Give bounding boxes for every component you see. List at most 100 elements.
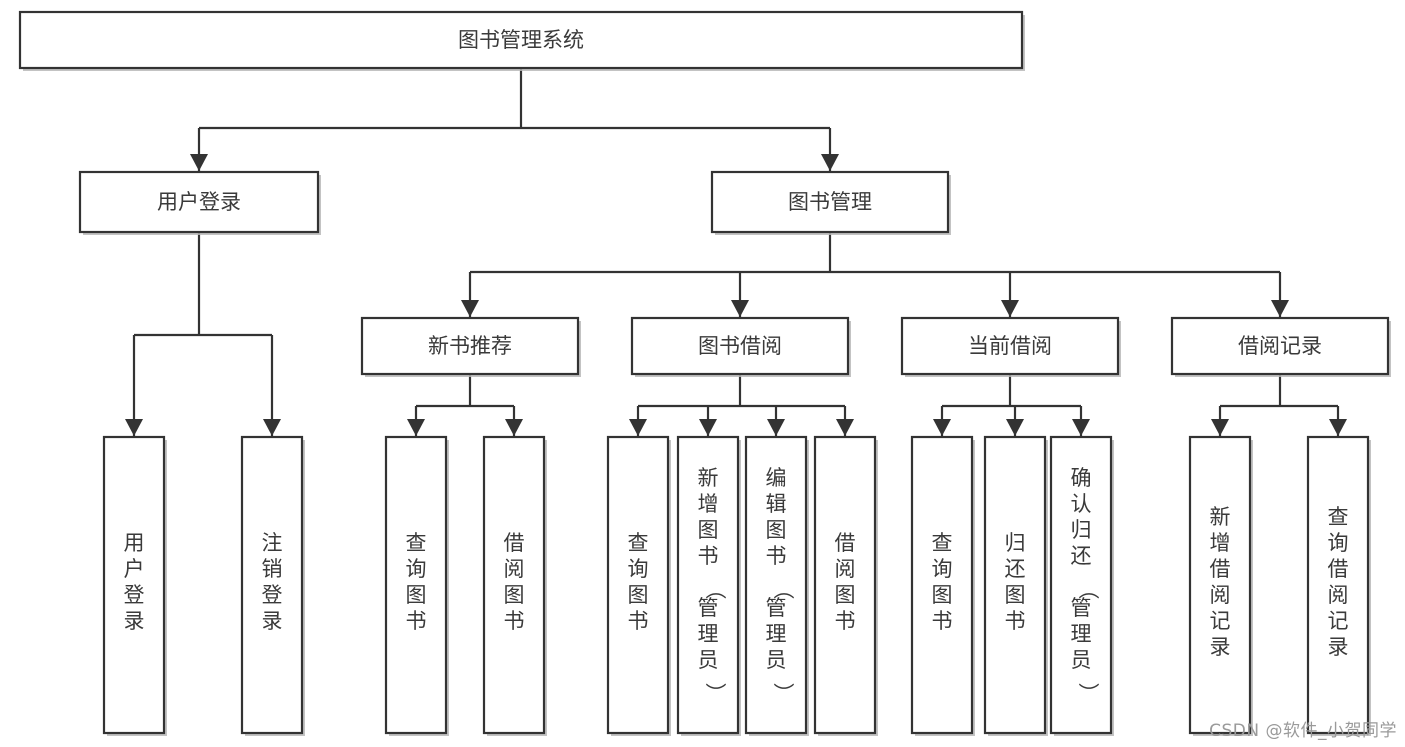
node-label-char: 登 <box>262 583 283 607</box>
node-label-char: 员 <box>698 648 719 672</box>
node-user-login[interactable]: 用户登录 <box>78 170 321 235</box>
node-label-char: 管 <box>698 596 719 620</box>
node-rect <box>813 435 877 735</box>
arrow-head-icon <box>407 419 425 436</box>
node-label-char: 图 <box>504 583 525 607</box>
node-label-char: 增 <box>698 492 719 516</box>
node-rect <box>900 316 1120 376</box>
node-label-char: 确 <box>1071 466 1092 490</box>
node-label-char: 录 <box>1210 635 1231 659</box>
node-rect <box>910 435 974 735</box>
node-label-char: 图 <box>628 583 649 607</box>
node-label-char: （ <box>771 579 795 600</box>
node-label: 图书管理 <box>788 190 872 214</box>
node-label-char: 管 <box>1071 596 1092 620</box>
node-label-char: 询 <box>932 557 953 581</box>
arrow-head-icon <box>629 419 647 436</box>
arrow-head-icon <box>1006 419 1024 436</box>
node-label-char: 用 <box>124 531 145 555</box>
node-label-char: 书 <box>835 609 856 633</box>
node-label: 图书借阅 <box>698 334 782 358</box>
arrow-head-icon <box>1271 300 1289 317</box>
node-label-char: 理 <box>1071 622 1092 646</box>
node-rect <box>384 435 448 735</box>
csdn-watermark: CSDN @软件_小贺同学 <box>1209 721 1397 741</box>
node-label-char: 询 <box>1328 531 1349 555</box>
arrow-head-icon <box>1329 419 1347 436</box>
node-label-char: 查 <box>932 531 953 555</box>
node-label-char: 认 <box>1071 492 1092 516</box>
node-label-char: 询 <box>406 557 427 581</box>
arrow-head-icon <box>699 419 717 436</box>
node-label-char: 图 <box>698 518 719 542</box>
node-label-char: 录 <box>124 609 145 633</box>
node-label-char: 查 <box>1328 505 1349 529</box>
arrow-head-icon <box>263 419 281 436</box>
node-label-char: 书 <box>932 609 953 633</box>
node-rect <box>1049 435 1113 735</box>
node-rect <box>78 170 320 234</box>
node-current-borrow[interactable]: 当前借阅 <box>900 316 1121 377</box>
node-label-char: ） <box>1076 683 1100 704</box>
node-rect <box>240 435 304 735</box>
arrow-head-icon <box>767 419 785 436</box>
node-book-manage[interactable]: 图书管理 <box>710 170 951 235</box>
arrow-head-icon <box>1211 419 1229 436</box>
node-rect <box>360 316 580 376</box>
node-label-char: 销 <box>262 557 283 581</box>
node-rect <box>1306 435 1370 735</box>
node-label-char: 还 <box>1071 544 1092 568</box>
node-label-char: 借 <box>835 531 856 555</box>
node-label-char: ） <box>703 683 727 704</box>
node-label-char: 理 <box>698 622 719 646</box>
node-label-char: 图 <box>835 583 856 607</box>
node-label-char: 书 <box>406 609 427 633</box>
node-label: 用户登录 <box>157 190 241 214</box>
node-label-char: 询 <box>628 557 649 581</box>
arrow-head-icon <box>821 154 839 171</box>
node-label-char: 户 <box>124 557 145 581</box>
node-label: 新书推荐 <box>428 334 512 358</box>
node-rect <box>710 170 950 234</box>
node-label-char: 还 <box>1005 557 1026 581</box>
arrow-head-icon <box>505 419 523 436</box>
node-label-char: 录 <box>262 609 283 633</box>
node-label-char: 查 <box>628 531 649 555</box>
arrow-head-icon <box>461 300 479 317</box>
node-label-char: 员 <box>766 648 787 672</box>
node-label-char: 记 <box>1210 609 1231 633</box>
node-borrow-record[interactable]: 借阅记录 <box>1170 316 1391 377</box>
node-label-char: 编 <box>766 466 787 490</box>
node-book-borrow[interactable]: 图书借阅 <box>630 316 851 377</box>
node-label-char: 借 <box>1210 557 1231 581</box>
node-label-char: 图 <box>406 583 427 607</box>
node-label: 当前借阅 <box>968 334 1052 358</box>
node-label-char: 阅 <box>1210 583 1231 607</box>
node-root[interactable]: 图书管理系统 <box>18 10 1025 71</box>
node-label-char: 图 <box>766 518 787 542</box>
node-label-char: 新 <box>698 466 719 490</box>
connector-layer <box>125 68 1347 436</box>
node-label-char: 管 <box>766 596 787 620</box>
node-leaf-user-login[interactable]: 用户登录 <box>102 435 167 736</box>
node-label-char: 员 <box>1071 648 1092 672</box>
node-new-book-recommend[interactable]: 新书推荐 <box>360 316 581 377</box>
node-label-char: ） <box>771 683 795 704</box>
node-rect <box>744 435 808 735</box>
node-label: 借阅记录 <box>1238 334 1322 358</box>
node-label-char: 书 <box>766 544 787 568</box>
